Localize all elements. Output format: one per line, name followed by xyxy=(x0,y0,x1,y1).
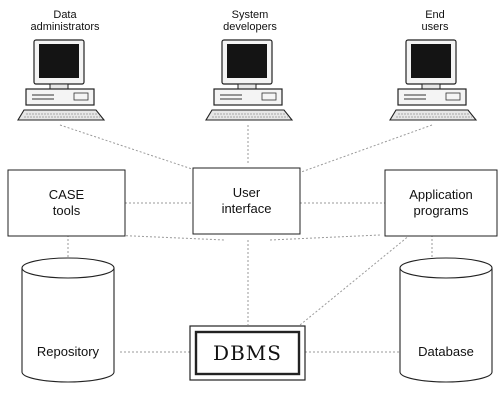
computer-workstation-icon xyxy=(205,39,293,121)
application-programs-box xyxy=(384,169,498,237)
workstation-label-end-users: End users xyxy=(421,9,449,33)
dbms-box xyxy=(189,325,306,381)
repository-cylinder xyxy=(21,257,115,383)
user-interface-label: User interface xyxy=(221,185,272,216)
user-interface-box xyxy=(192,167,301,235)
repository-label: Repository xyxy=(36,344,100,359)
dbms-label: DBMS xyxy=(213,341,282,365)
database-cylinder xyxy=(399,257,493,383)
workstation-label-data-administrators: Data administrators xyxy=(30,9,100,33)
database-label: Database xyxy=(418,344,474,359)
case-tools-label: CASE tools xyxy=(48,187,85,218)
application-programs-label: Application programs xyxy=(409,187,473,218)
case-tools-box xyxy=(7,169,126,237)
computer-workstation-icon xyxy=(17,39,105,121)
computer-workstation-icon xyxy=(389,39,477,121)
workstation-label-system-developers: System developers xyxy=(223,9,277,33)
